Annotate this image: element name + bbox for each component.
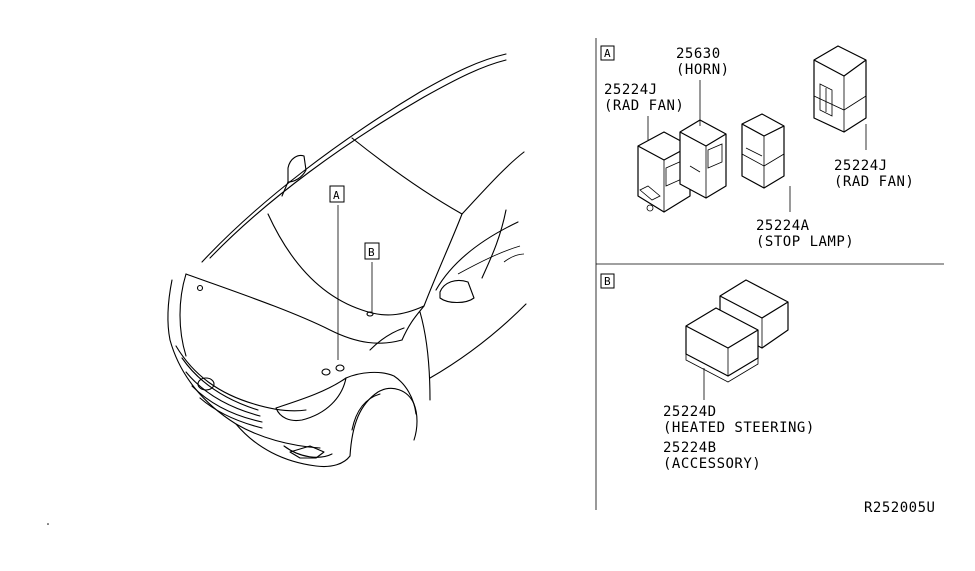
heated-steering-description: (HEATED STEERING) [663, 420, 815, 436]
radfan-left-description: (RAD FAN) [604, 98, 684, 114]
panel-b-callout-label: B [604, 275, 611, 288]
radfan-relay-left [637, 131, 691, 213]
stoplamp-relay [741, 113, 785, 189]
horn-description: (HORN) [676, 62, 730, 78]
vehicle-callout-b-label: B [368, 246, 375, 259]
vehicle-callout-a-label: A [333, 189, 340, 202]
radfan-right-description: (RAD FAN) [834, 174, 914, 190]
heated-steering-relay [685, 279, 789, 383]
horn-part-number: 25630 [676, 46, 721, 62]
diagram-id: R252005U [864, 500, 935, 516]
stoplamp-description: (STOP LAMP) [756, 234, 854, 250]
vehicle-callout-b: B [364, 242, 380, 260]
heated-steering-part-number: 25224D [663, 404, 717, 420]
radfan-right-part-number: 25224J [834, 158, 888, 174]
panel-a-callout-label: A [604, 47, 611, 60]
radfan-relay-right [813, 45, 867, 133]
vehicle-illustration [167, 53, 527, 468]
accessory-description: (ACCESSORY) [663, 456, 761, 472]
radfan-left-part-number: 25224J [604, 82, 658, 98]
panel-a-callout: A [600, 45, 615, 61]
stoplamp-part-number: 25224A [756, 218, 810, 234]
accessory-part-number: 25224B [663, 440, 717, 456]
speck [47, 523, 49, 525]
vehicle-callout-a: A [329, 185, 345, 203]
horn-relay [679, 119, 727, 199]
panel-b-callout: B [600, 273, 615, 289]
